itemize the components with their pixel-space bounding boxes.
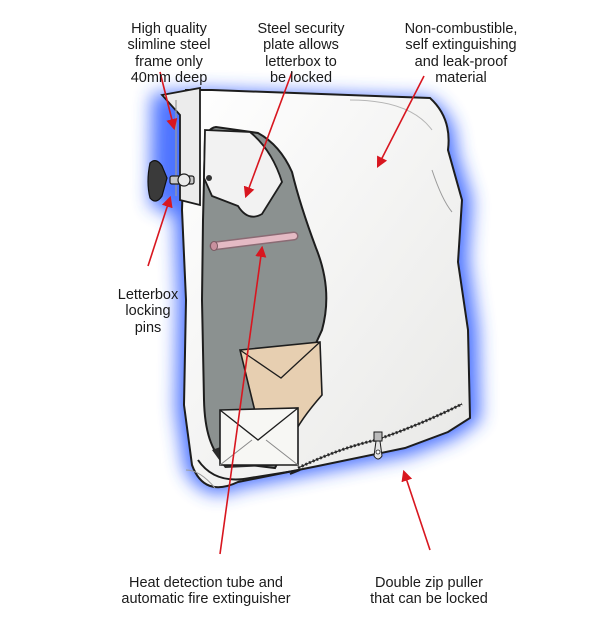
plate-slot-hole [206, 175, 212, 181]
arrow-zip [404, 472, 430, 550]
zip-puller-icon [374, 432, 382, 459]
envelope-icon [220, 408, 298, 465]
